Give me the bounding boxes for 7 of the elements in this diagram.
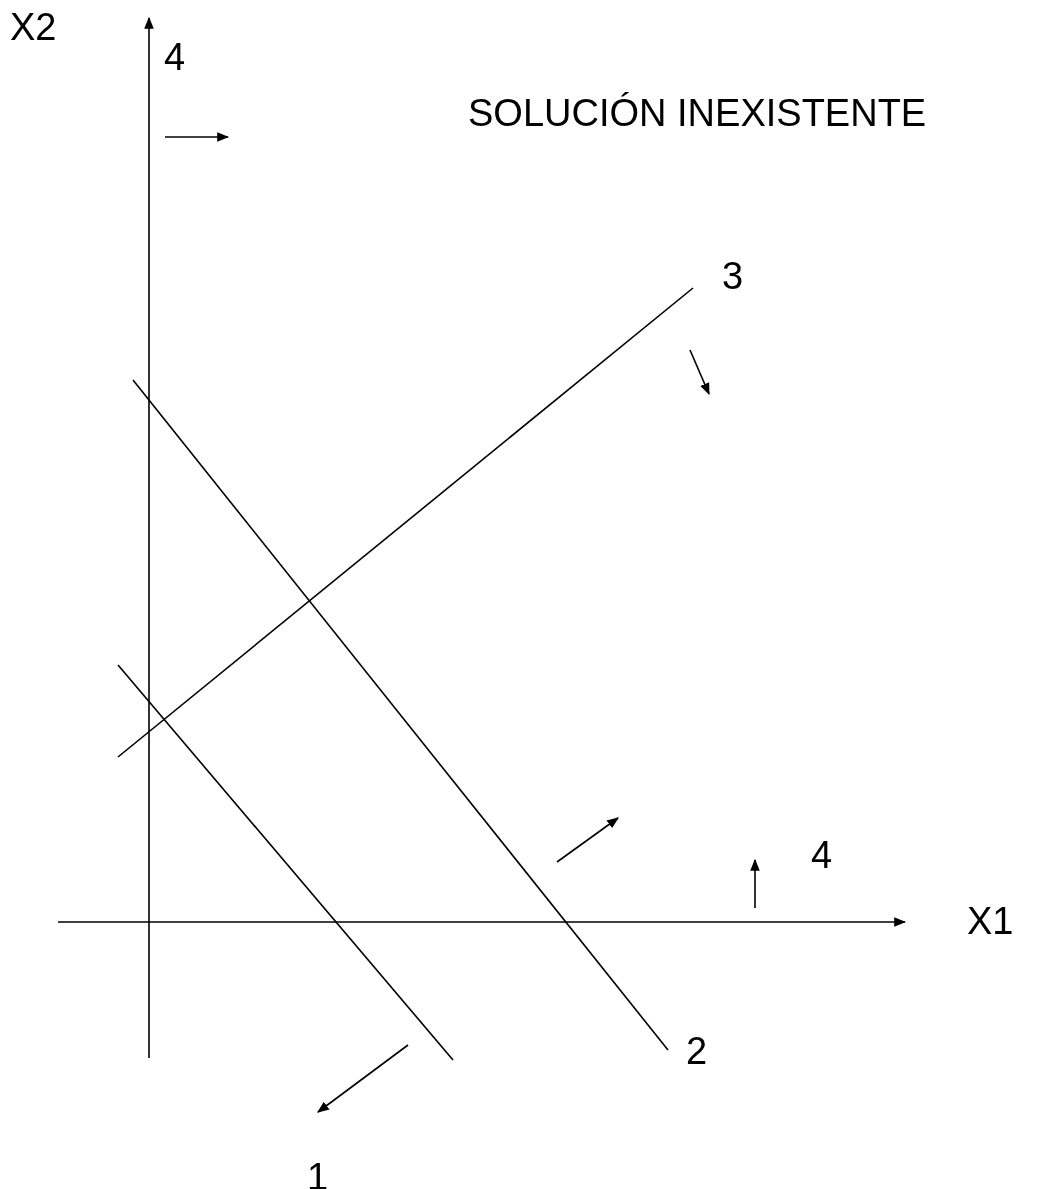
constraint-number: 4 bbox=[164, 38, 186, 76]
axis-label: X2 bbox=[10, 8, 57, 46]
constraint-number: 4 bbox=[811, 836, 833, 874]
note-text: SOLUCIÓN INEXISTENTE bbox=[468, 94, 927, 132]
axis-label: X1 bbox=[967, 902, 1014, 940]
constraint-number: 2 bbox=[686, 1032, 708, 1070]
constraint-number: 3 bbox=[722, 257, 744, 295]
